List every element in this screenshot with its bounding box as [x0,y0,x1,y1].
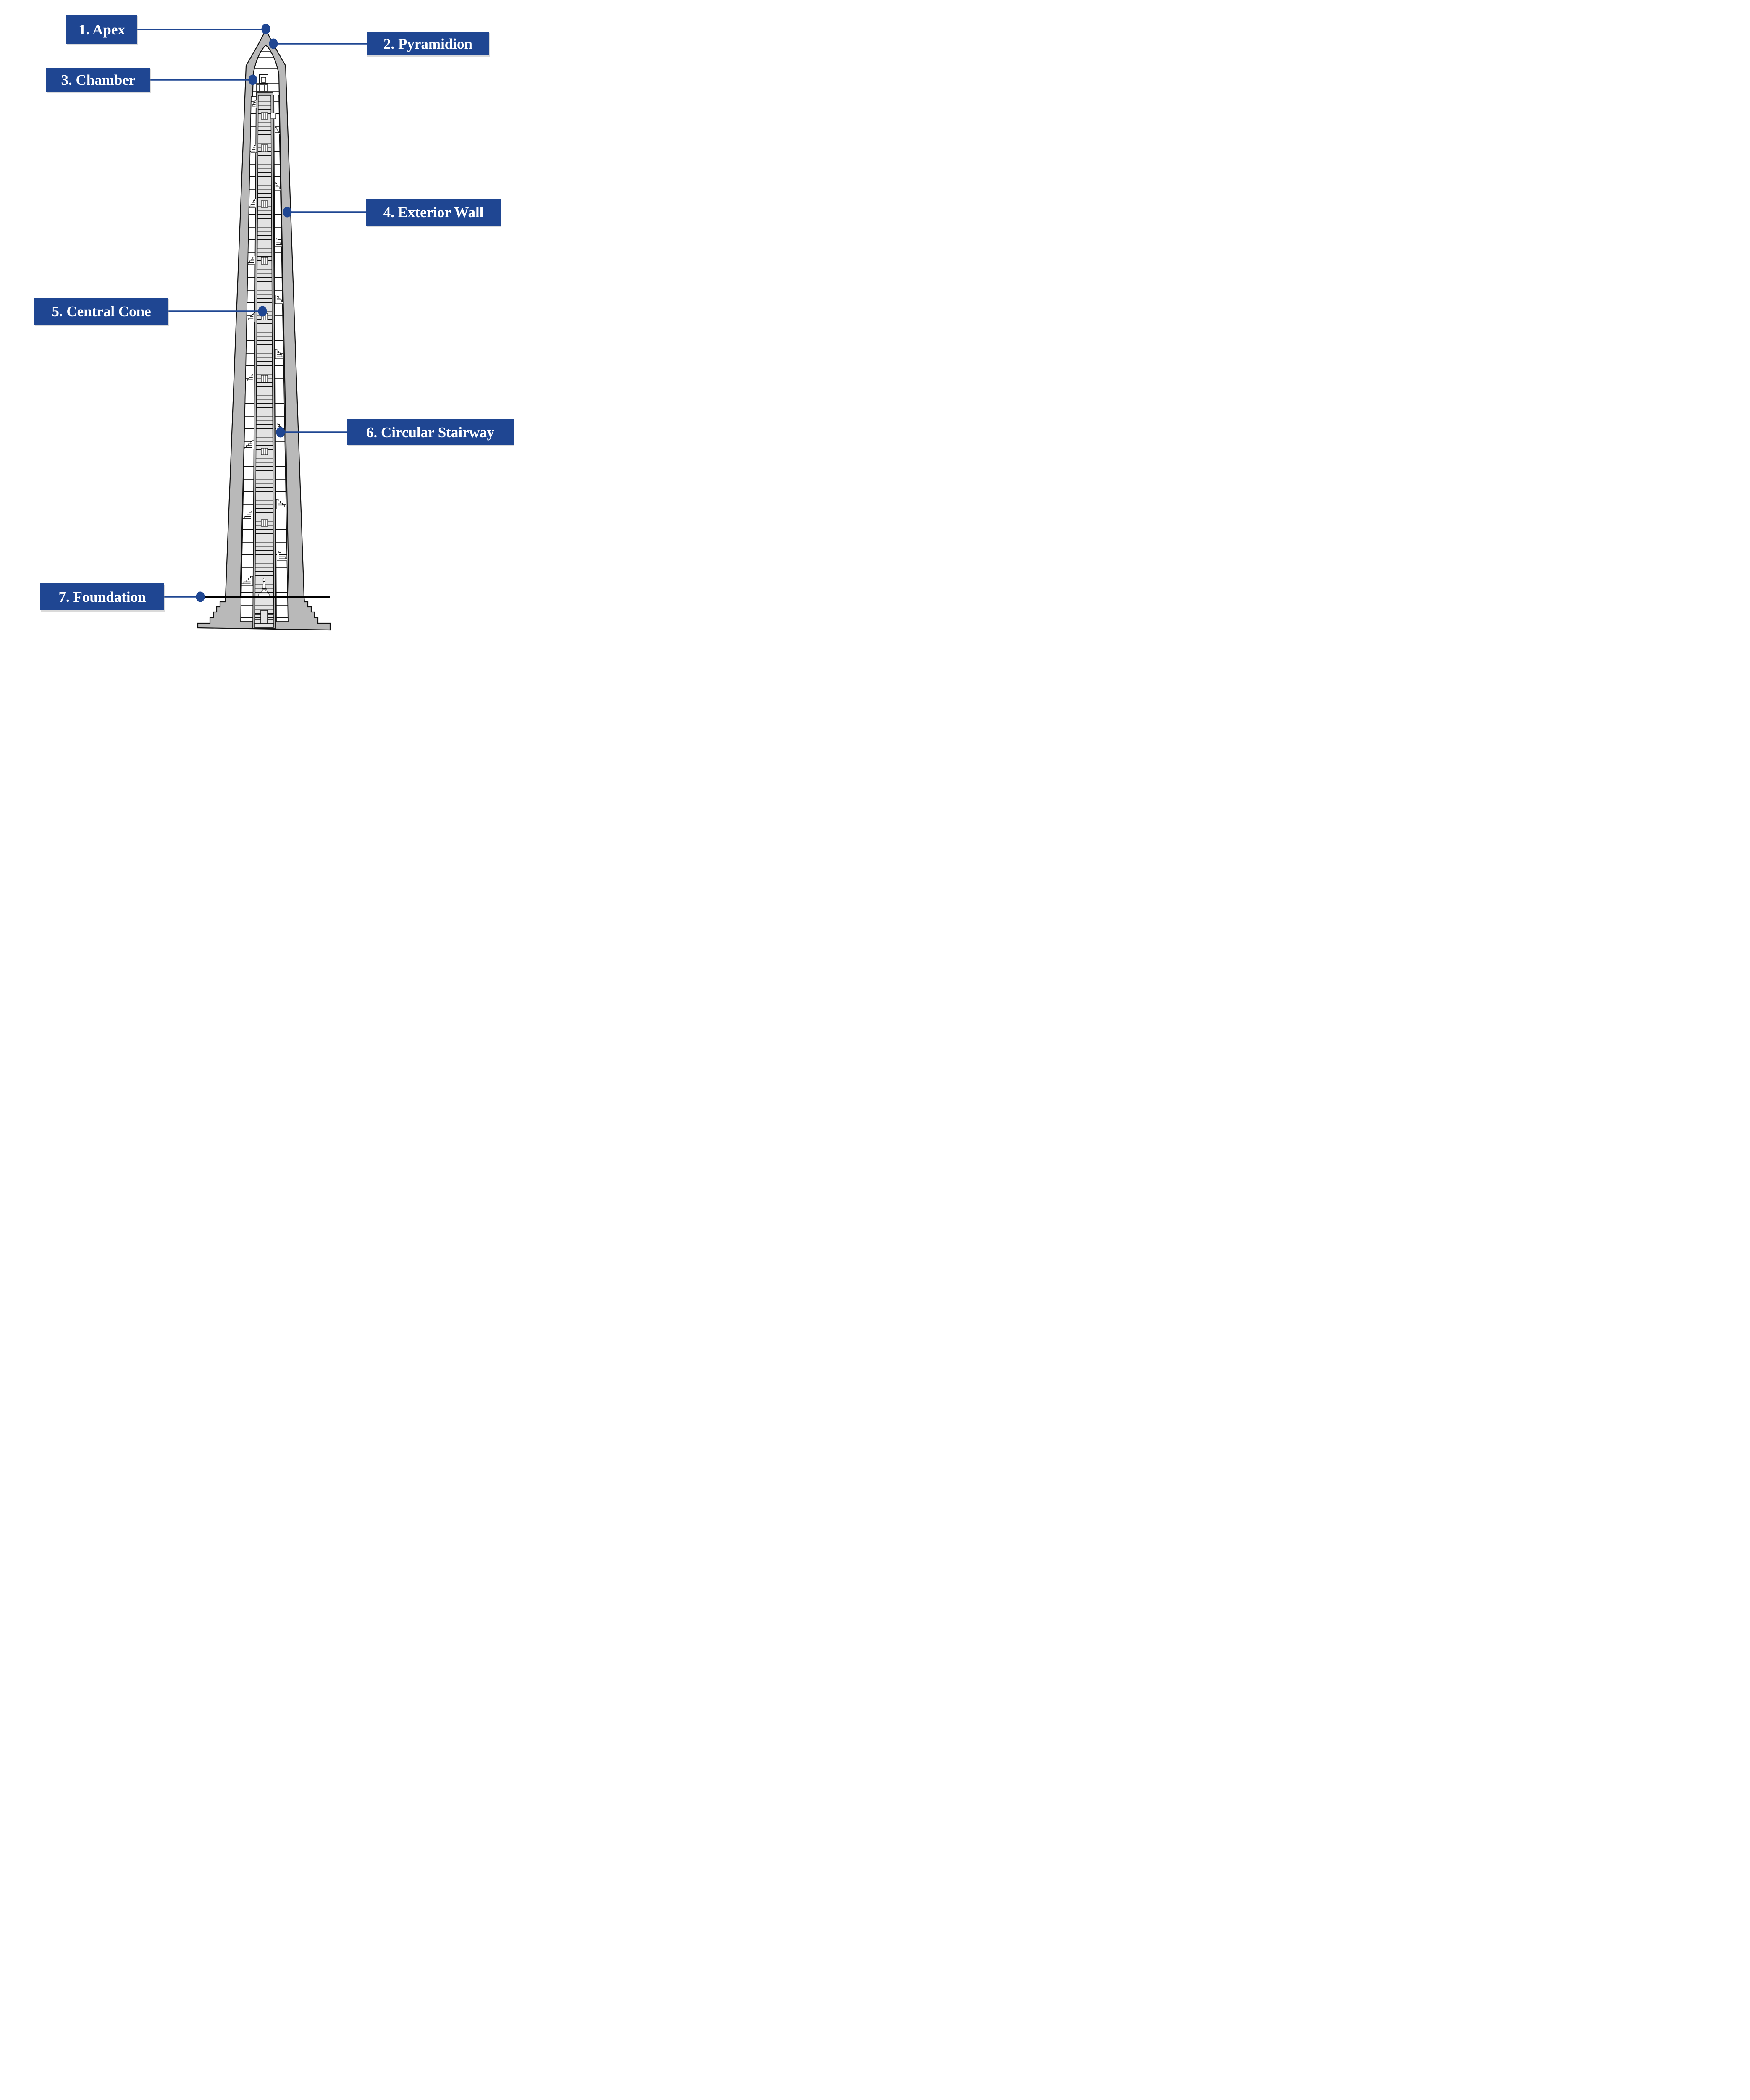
lamp-obelisk-ornament [258,578,270,596]
connector-dot-chamber [248,74,257,85]
basement-entrance [254,610,274,628]
central-cone-interior [254,95,274,624]
label-connectors [137,24,367,602]
connector-dot-apex [261,24,270,34]
connector-dot-central-cone [258,306,267,317]
label-apex: 1. Apex [66,15,137,44]
label-foundation: 7. Foundation [40,583,164,610]
label-pyramidion: 2. Pyramidion [367,32,489,55]
label-circular-stairway: 6. Circular Stairway [347,419,514,445]
monument-cross-section [137,24,367,631]
connector-dot-circular-stairway [276,427,285,438]
connector-dot-exterior-wall [283,207,292,218]
label-central-cone: 5. Central Cone [34,298,168,325]
connector-dot-foundation [196,591,205,602]
label-exterior-wall: 4. Exterior Wall [366,199,501,226]
connector-dot-pyramidion [269,38,278,49]
diagram-stage: 1. Apex 2. Pyramidion 3. Chamber 4. Exte… [0,0,521,651]
label-chamber: 3. Chamber [46,68,150,92]
chamber-window [259,74,268,84]
cone-door-openings [261,112,276,527]
vent-grille [256,84,268,92]
